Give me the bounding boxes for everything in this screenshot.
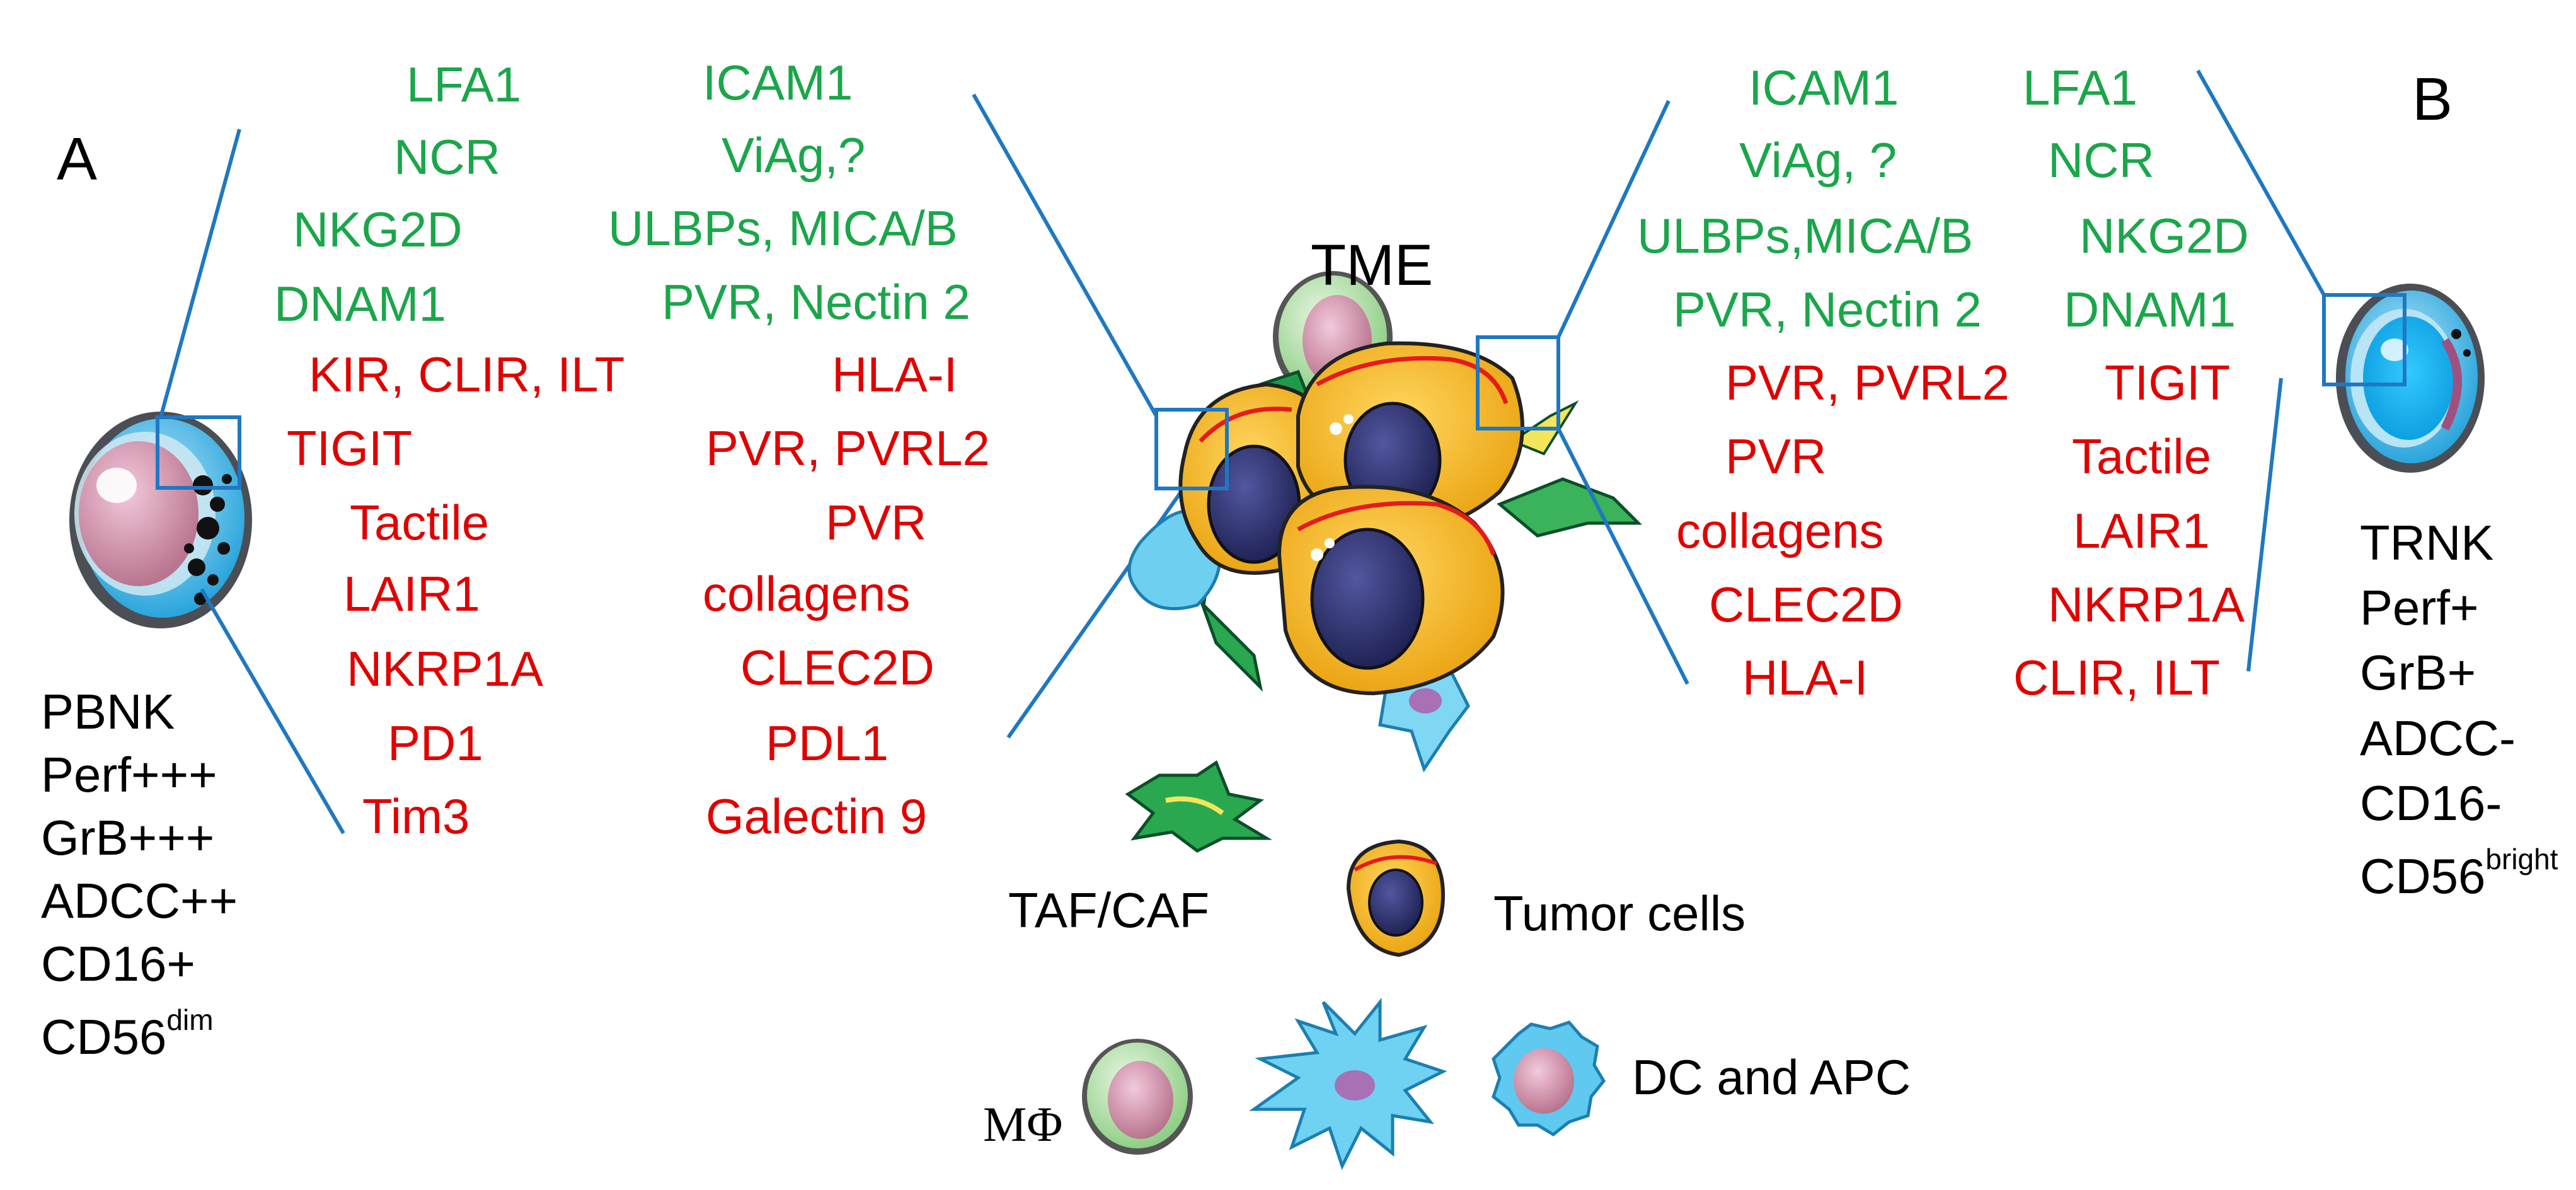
receptor-label: DNAM1 — [274, 276, 447, 332]
profile-line: GrB+++ — [41, 810, 215, 865]
trnk-zoom-box — [2322, 293, 2406, 386]
ligand-label: collagens — [703, 566, 911, 621]
receptor-label: NKG2D — [293, 202, 463, 257]
connector-line — [1556, 427, 1689, 685]
dendritic-cell-icon — [1249, 997, 1447, 1170]
receptor-label: CLIR, ILT — [2013, 650, 2220, 705]
profile-line: CD16- — [2360, 775, 2502, 831]
legend-tumor-cells: Tumor cells — [1493, 886, 1746, 941]
receptor-label: NCR — [2048, 132, 2154, 188]
receptor-label: DNAM1 — [2064, 282, 2236, 337]
ligand-label: PVR, Nectin 2 — [1673, 282, 1982, 337]
profile-line: ADCC- — [2360, 710, 2516, 766]
profile-line: Perf+++ — [41, 747, 217, 802]
pbnk-cell-icon — [69, 412, 252, 628]
tme-zoom-box-a — [1154, 408, 1229, 490]
receptor-label: NCR — [394, 129, 500, 185]
cd56-text: CD56 — [41, 1009, 167, 1065]
ligand-label: collagens — [1676, 503, 1884, 558]
ligand-label: PVR — [825, 495, 927, 550]
connector-line — [200, 588, 345, 835]
receptor-label: Tactile — [2072, 429, 2212, 484]
apc-cell-icon — [1492, 1020, 1606, 1137]
receptor-label: NKRP1A — [347, 641, 544, 696]
connector-line — [2246, 378, 2283, 672]
cd56-sup: dim — [166, 1003, 214, 1036]
profile-line: ADCC++ — [41, 873, 238, 928]
connector-line — [159, 129, 241, 418]
ligand-label: PDL1 — [766, 715, 889, 771]
macrophage-icon — [1082, 1039, 1193, 1155]
ligand-label: HLA-I — [832, 347, 958, 402]
ligand-label: ULBPs,MICA/B — [1637, 208, 1974, 263]
profile-line: GrB+ — [2360, 645, 2476, 700]
connector-line — [972, 93, 1158, 417]
ligand-label: ViAg,? — [722, 127, 866, 183]
receptor-label: PD1 — [388, 715, 483, 771]
profile-line: CD16+ — [41, 936, 195, 991]
ligand-label: PVR, PVRL2 — [1725, 355, 2010, 410]
ligand-label: ICAM1 — [703, 55, 853, 110]
trnk-cell-icon — [2336, 284, 2485, 473]
receptor-label: LAIR1 — [343, 566, 480, 621]
tme-label: TME — [1311, 233, 1434, 298]
cd56-sup: bright — [2485, 843, 2558, 875]
pbnk-zoom-box — [156, 415, 241, 490]
receptor-label: NKG2D — [2079, 208, 2249, 263]
receptor-label: TIGIT — [287, 420, 413, 476]
cd56-text: CD56 — [2360, 848, 2486, 904]
ligand-label: PVR, Nectin 2 — [662, 274, 970, 330]
receptor-label: NKRP1A — [2048, 577, 2245, 632]
profile-line: Perf+ — [2360, 580, 2479, 635]
profile-line: TRNK — [2360, 515, 2494, 570]
taf-caf-icon — [1125, 760, 1273, 853]
receptor-label: LFA1 — [406, 57, 522, 112]
ligand-label: Galectin 9 — [706, 789, 928, 844]
receptor-label: Tactile — [350, 495, 490, 550]
tme-zoom-box-b — [1476, 335, 1560, 430]
ligand-label: ViAg, ? — [1739, 132, 1897, 188]
panel-b-label: B — [2412, 66, 2453, 133]
ligand-label: PVR, PVRL2 — [706, 420, 990, 476]
ligand-label: HLA-I — [1742, 650, 1868, 705]
ligand-label: ICAM1 — [1749, 60, 1899, 115]
receptor-label: LAIR1 — [2073, 503, 2210, 558]
ligand-label: CLEC2D — [1709, 577, 1903, 632]
ligand-label: ULBPs, MICA/B — [608, 200, 958, 256]
profile-line-cd56: CD56dim — [41, 1005, 214, 1061]
receptor-label: KIR, CLIR, ILT — [309, 347, 625, 402]
ligand-label: CLEC2D — [740, 640, 934, 695]
profile-line: PBNK — [41, 684, 175, 739]
ligand-label: PVR — [1725, 429, 1827, 484]
receptor-label: TIGIT — [2105, 355, 2231, 410]
legend-dc-apc: DC and APC — [1632, 1049, 1911, 1105]
profile-line-cd56: CD56bright — [2360, 845, 2558, 901]
receptor-label: Tim3 — [362, 789, 470, 844]
receptor-label: LFA1 — [2023, 60, 2138, 115]
tumor-cell-icon — [1346, 839, 1446, 957]
connector-line — [1556, 100, 1670, 338]
tme-cluster-icon — [1127, 271, 1643, 773]
legend-macrophage: MΦ — [983, 1097, 1063, 1152]
connector-line — [2196, 69, 2326, 296]
legend-taf-caf: TAF/CAF — [1008, 882, 1210, 938]
panel-a-label: A — [57, 125, 98, 193]
